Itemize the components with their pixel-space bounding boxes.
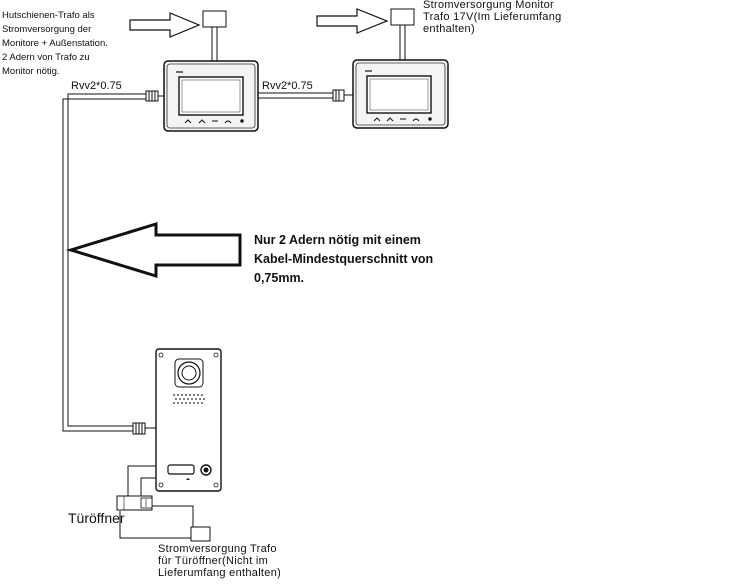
- door-power-note-line: Lieferumfang enthalten): [158, 567, 282, 579]
- hutschienen-note-line: Monitore + Außenstation.: [2, 38, 108, 49]
- cable-requirement-line: 0,75mm.: [254, 271, 305, 285]
- hutschienen-note: Hutschienen-Trafo als Stromversorgung de…: [2, 9, 108, 79]
- monitor-power-note-line: Stromversorgung Monitor: [423, 0, 555, 11]
- monitor-2: [352, 59, 449, 129]
- cable-requirement-line: Nur 2 Adern nötig mit einem: [254, 233, 421, 247]
- cable-monitor-link: [258, 89, 353, 102]
- speaker-grille: [173, 394, 205, 404]
- door-power-note-line: für Türöffner(Nicht im: [158, 555, 269, 567]
- transformer-1-box: [202, 10, 227, 28]
- hutschienen-note-line: Monitor nötig.: [2, 66, 60, 77]
- cable-to-outdoor-station: [62, 90, 164, 435]
- cable-label-left: Rvv2*0.75: [71, 80, 122, 92]
- monitor-1: [163, 60, 259, 132]
- name-plate: [167, 464, 195, 475]
- monitor-power-note-line: Trafo 17V(Im Lieferumfang: [423, 11, 562, 23]
- door-power-note-line: Stromversorgung Trafo: [158, 543, 277, 555]
- cable-note-arrow[interactable]: [65, 221, 242, 279]
- door-opener: [116, 495, 153, 511]
- monitor-power-note-line: enthalten): [423, 23, 475, 35]
- arrow-to-transformer-1: [129, 12, 201, 38]
- hutschienen-note-line: 2 Adern von Trafo zu: [2, 52, 90, 63]
- door-opener-label: Türöffner: [68, 510, 125, 526]
- cable-label-middle: Rvv2*0.75: [262, 80, 313, 92]
- cable-requirement-note: Nur 2 Adern nötig mit einem Kabel-Mindes…: [254, 231, 433, 288]
- door-transformer-box: [190, 526, 211, 542]
- transformer-2-box: [390, 8, 415, 26]
- hutschienen-note-line: Hutschienen-Trafo als: [2, 10, 95, 21]
- arrow-to-transformer-2: [316, 8, 389, 34]
- hutschienen-note-line: Stromversorgung der: [2, 24, 92, 35]
- monitor-power-note: Stromversorgung Monitor Trafo 17V(Im Lie…: [423, 0, 562, 35]
- outdoor-station: [155, 348, 222, 492]
- cable-requirement-line: Kabel-Mindestquerschnitt von: [254, 252, 434, 266]
- door-power-note: Stromversorgung Trafo für Türöffner(Nich…: [158, 543, 281, 579]
- door-opener-wiring: [119, 465, 194, 539]
